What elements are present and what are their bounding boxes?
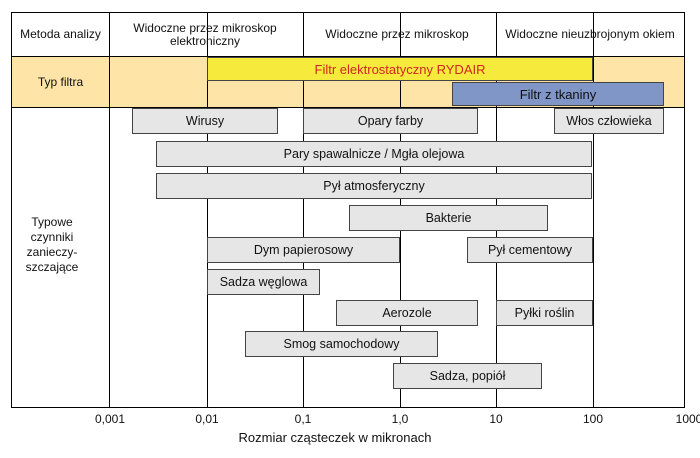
label-column-separator <box>109 12 110 408</box>
column-header-microscope: Widoczne przez mikroskop <box>325 27 469 41</box>
bar-sadza-weglowa: Sadza węglowa <box>207 269 320 295</box>
bar-opary-farby: Opary farby <box>303 108 478 134</box>
bar-dym-papierosowy: Dym papierosowy <box>207 237 400 263</box>
bar-bakterie: Bakterie <box>349 205 548 231</box>
bar-aerozole: Aerozole <box>336 300 478 326</box>
tick-label-100: 100 <box>582 412 604 426</box>
filter-separator <box>11 107 685 108</box>
gridline <box>207 12 208 408</box>
tick-label-001: 0,01 <box>195 412 219 426</box>
method-label: Metoda analizy <box>20 27 101 41</box>
bar-pylki-roslin: Pyłki roślin <box>496 300 593 326</box>
header-separator <box>11 56 685 57</box>
gridline <box>303 12 304 408</box>
tick-label-1: 1,0 <box>391 412 409 426</box>
bar-smog-samochodowy: Smog samochodowy <box>245 331 438 357</box>
bar-pary-spawalnicze: Pary spawalnicze / Mgła olejowa <box>156 141 592 167</box>
contaminants-label: Typowe czynniki zanieczy-szczające <box>25 215 79 274</box>
column-header-naked-eye: Widoczne nieuzbrojonym okiem <box>505 27 675 41</box>
gridline <box>593 12 594 408</box>
filter-type-label: Typ filtra <box>37 74 84 89</box>
tick-label-01: 0,1 <box>294 412 312 426</box>
axis-title: Rozmiar cząsteczek w mikronach <box>238 430 432 445</box>
column-header-electron-microscope: Widoczne przez mikroskop elektroniczny <box>133 20 277 48</box>
bar-pyl-atmosferyczny: Pył atmosferyczny <box>156 173 592 199</box>
bar-wlos-czlowieka: Włos człowieka <box>554 108 664 134</box>
tick-label-1000: 1000 <box>675 412 700 426</box>
bar-sadza-popiol: Sadza, popiół <box>393 363 542 389</box>
tick-label-10: 10 <box>489 412 503 426</box>
bar-pyl-cementowy: Pył cementowy <box>467 237 593 263</box>
diagram-frame <box>11 12 685 408</box>
bar-wirusy: Wirusy <box>132 108 278 134</box>
filter-bar-fabric: Filtr z tkaniny <box>452 82 664 106</box>
filter-bar-electrostatic: Filtr elektrostatyczny RYDAIR <box>207 57 593 81</box>
tick-label-0001: 0,001 <box>94 412 126 426</box>
